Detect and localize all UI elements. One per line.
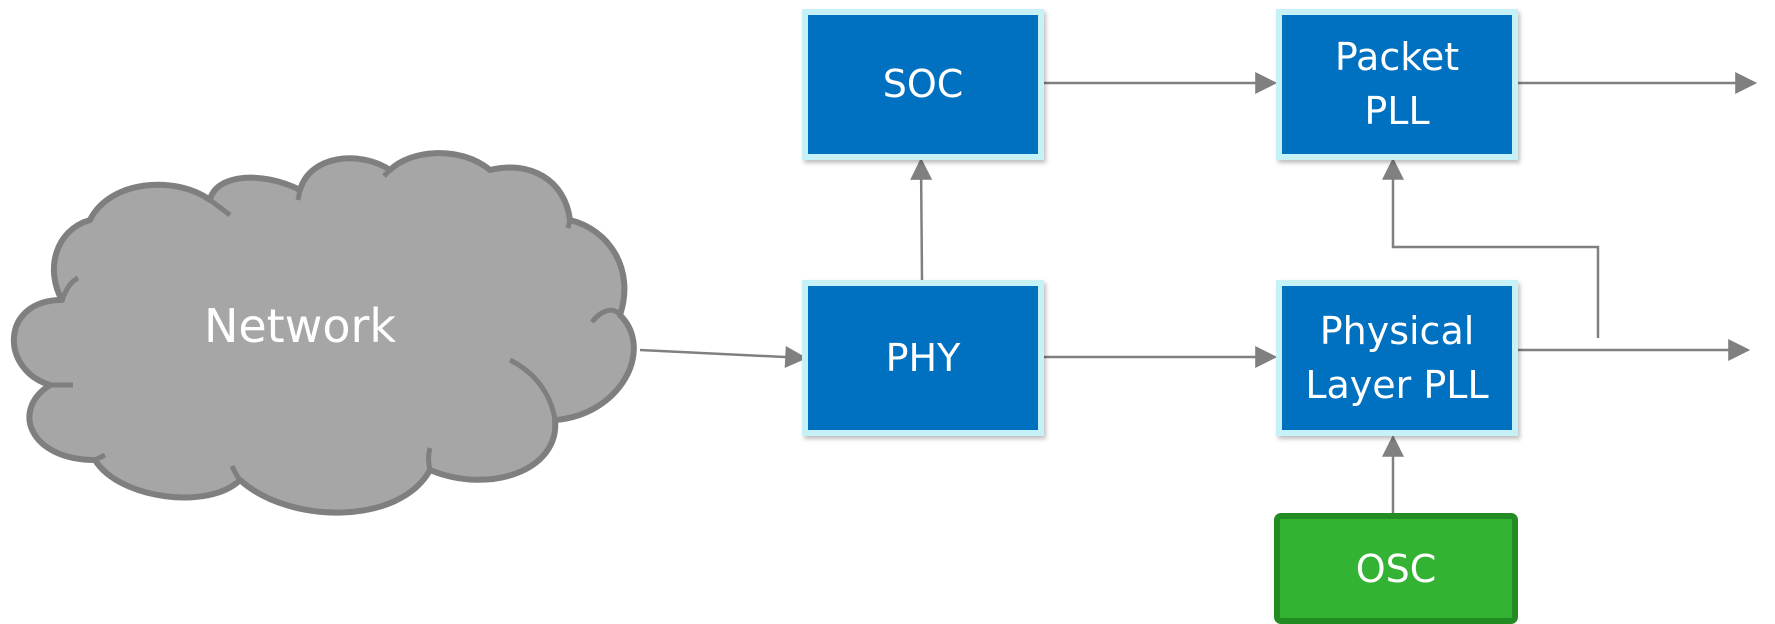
osc-block: OSC [1274, 513, 1518, 624]
packet-pll-box [1276, 9, 1518, 160]
phy-label: PHY [886, 336, 961, 380]
soc-box [802, 9, 1044, 160]
physical-layer-pll-label-line2: Layer PLL [1305, 363, 1488, 407]
network-label: Network [204, 299, 396, 353]
network-cloud: Network [11, 150, 637, 516]
physical-layer-pll-label-line1: Physical [1320, 309, 1475, 353]
osc-box [1274, 513, 1518, 624]
connectors [639, 72, 1758, 515]
cloud-bump-line [208, 198, 232, 217]
physical-layer-pll-block: Physical Layer PLL [1276, 280, 1518, 436]
packet-pll-block: Packet PLL [1276, 9, 1518, 160]
cloud-bump-line [565, 219, 573, 229]
cloud-bump-line [590, 307, 622, 324]
cloud-bump-line [295, 189, 303, 201]
cloud-bump-line [508, 357, 558, 421]
cloud-bump-line [382, 168, 392, 178]
cloud-bump-line [426, 447, 433, 471]
cloud-bump-line [93, 452, 107, 463]
physical-layer-pll-box [1276, 280, 1518, 436]
cloud-bump-line [229, 464, 242, 482]
phy-box [802, 280, 1044, 436]
cloud-bump-line [59, 275, 80, 301]
soc-label: SOC [883, 62, 964, 106]
soc-block: SOC [802, 9, 1044, 160]
osc-label: OSC [1356, 547, 1437, 591]
edge-phy-to-soc [910, 157, 933, 281]
edge-network-to-phy [639, 346, 808, 369]
packet-pll-label-line1: Packet [1335, 35, 1459, 79]
phy-block: PHY [802, 280, 1044, 436]
packet-pll-label-line2: PLL [1364, 89, 1429, 133]
edge-feedback-to-packet-pll [1382, 157, 1600, 338]
